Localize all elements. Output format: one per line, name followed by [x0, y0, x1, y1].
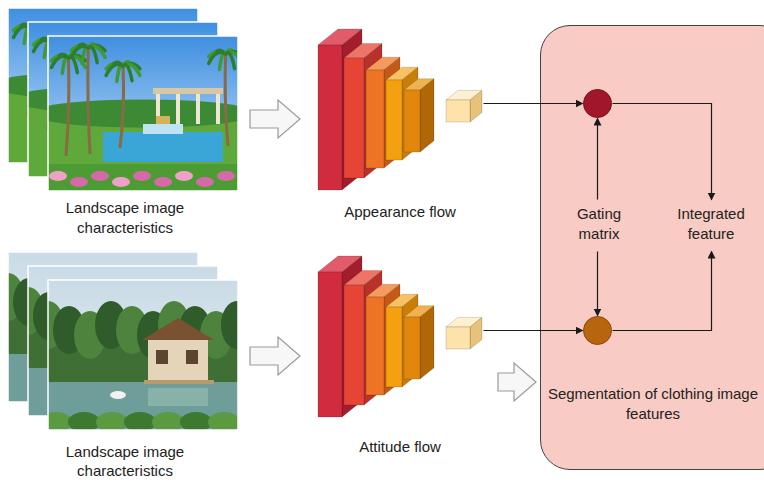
shrub: [68, 412, 100, 430]
flow-caption: Appearance flow: [320, 202, 480, 222]
fusion-panel: Gating matrix Integrated featureSegmentat…: [540, 25, 764, 470]
palm-frond: [209, 52, 226, 63]
flow-caption: Attitude flow: [320, 437, 480, 457]
layer-side: [420, 306, 434, 379]
palm-frond: [71, 46, 88, 57]
photo-border: [48, 280, 238, 430]
shrub: [124, 412, 156, 430]
tree: [221, 301, 238, 349]
palm-trunk: [88, 48, 90, 154]
shrub: [180, 412, 212, 430]
deck: [144, 380, 214, 384]
house-window: [156, 350, 168, 364]
layer-front: [318, 272, 342, 417]
palm-frond: [51, 56, 68, 67]
merge-arrow: [613, 252, 712, 331]
gate-arrow: [597, 252, 598, 316]
pergola-beam: [153, 88, 223, 94]
layer-front: [404, 317, 420, 379]
flow-arrow: [484, 330, 583, 331]
shrub: [208, 412, 238, 430]
landscape-photo: [48, 280, 238, 430]
flowers: [175, 171, 193, 181]
text-holder: Landscape image characteristics: [35, 198, 215, 238]
layer-front: [386, 307, 402, 387]
gate-circle: [584, 90, 612, 118]
palm-frond: [106, 64, 123, 75]
flow-arrow: [484, 103, 583, 104]
photo-border: [48, 36, 238, 191]
panel-label: Integrated feature: [669, 204, 753, 244]
layer-front: [366, 297, 384, 395]
house-window: [186, 350, 198, 364]
fountain: [156, 116, 170, 124]
layer-front: [404, 90, 420, 152]
flowers: [196, 177, 214, 187]
flowers: [70, 177, 88, 187]
house-roof: [142, 318, 214, 340]
palm-trunk: [120, 66, 124, 148]
foreground: [48, 164, 238, 191]
layer-front: [446, 100, 470, 122]
lawn: [48, 114, 238, 192]
hedge: [48, 100, 238, 128]
flowers: [49, 171, 67, 181]
pergola-post: [216, 94, 220, 124]
hollow-arrow: [250, 100, 300, 138]
panel-label: Gating matrix: [559, 204, 639, 244]
gate-arrow: [597, 119, 598, 200]
text-holder: Landscape image characteristics: [35, 442, 215, 480]
flowers: [154, 177, 172, 187]
palm-trunk: [66, 58, 69, 156]
flowers: [112, 177, 130, 187]
layer-front: [446, 327, 470, 349]
flowers: [133, 171, 151, 181]
layer-side: [470, 317, 482, 349]
image-caption: Landscape image characteristics: [35, 442, 215, 480]
layer-side: [470, 90, 482, 122]
merge-arrow: [613, 104, 712, 200]
palm-trunk: [225, 54, 228, 146]
layer-front: [344, 58, 364, 178]
shrub: [96, 412, 128, 430]
hollow-arrow: [250, 337, 300, 375]
sky: [48, 280, 238, 430]
shrub: [152, 412, 184, 430]
landscape-photo: [48, 36, 238, 191]
reflection: [148, 388, 208, 406]
house-wall: [148, 338, 208, 380]
layer-side: [420, 79, 434, 152]
flowers: [217, 171, 235, 181]
pergola-post: [176, 94, 180, 124]
text-holder: Segmentation of clothing image features: [547, 384, 759, 424]
text-holder: Appearance flow: [320, 202, 480, 222]
text-holder: Attitude flow: [320, 437, 480, 457]
text-holder: Integrated feature: [669, 204, 753, 244]
layer-front: [344, 285, 364, 405]
image-caption: Landscape image characteristics: [35, 198, 215, 238]
text-holder: Gating matrix: [559, 204, 639, 244]
gate-circle: [584, 317, 612, 345]
layer-front: [318, 45, 342, 190]
fountain: [110, 391, 126, 399]
pergola-post: [196, 94, 200, 124]
panel-illustration: [541, 26, 764, 469]
panel-heading: Segmentation of clothing image features: [547, 384, 759, 424]
layer-front: [386, 80, 402, 160]
flowers: [91, 171, 109, 181]
pool-steps: [143, 124, 183, 134]
hollow-arrow: [498, 363, 536, 401]
layer-front: [366, 70, 384, 168]
